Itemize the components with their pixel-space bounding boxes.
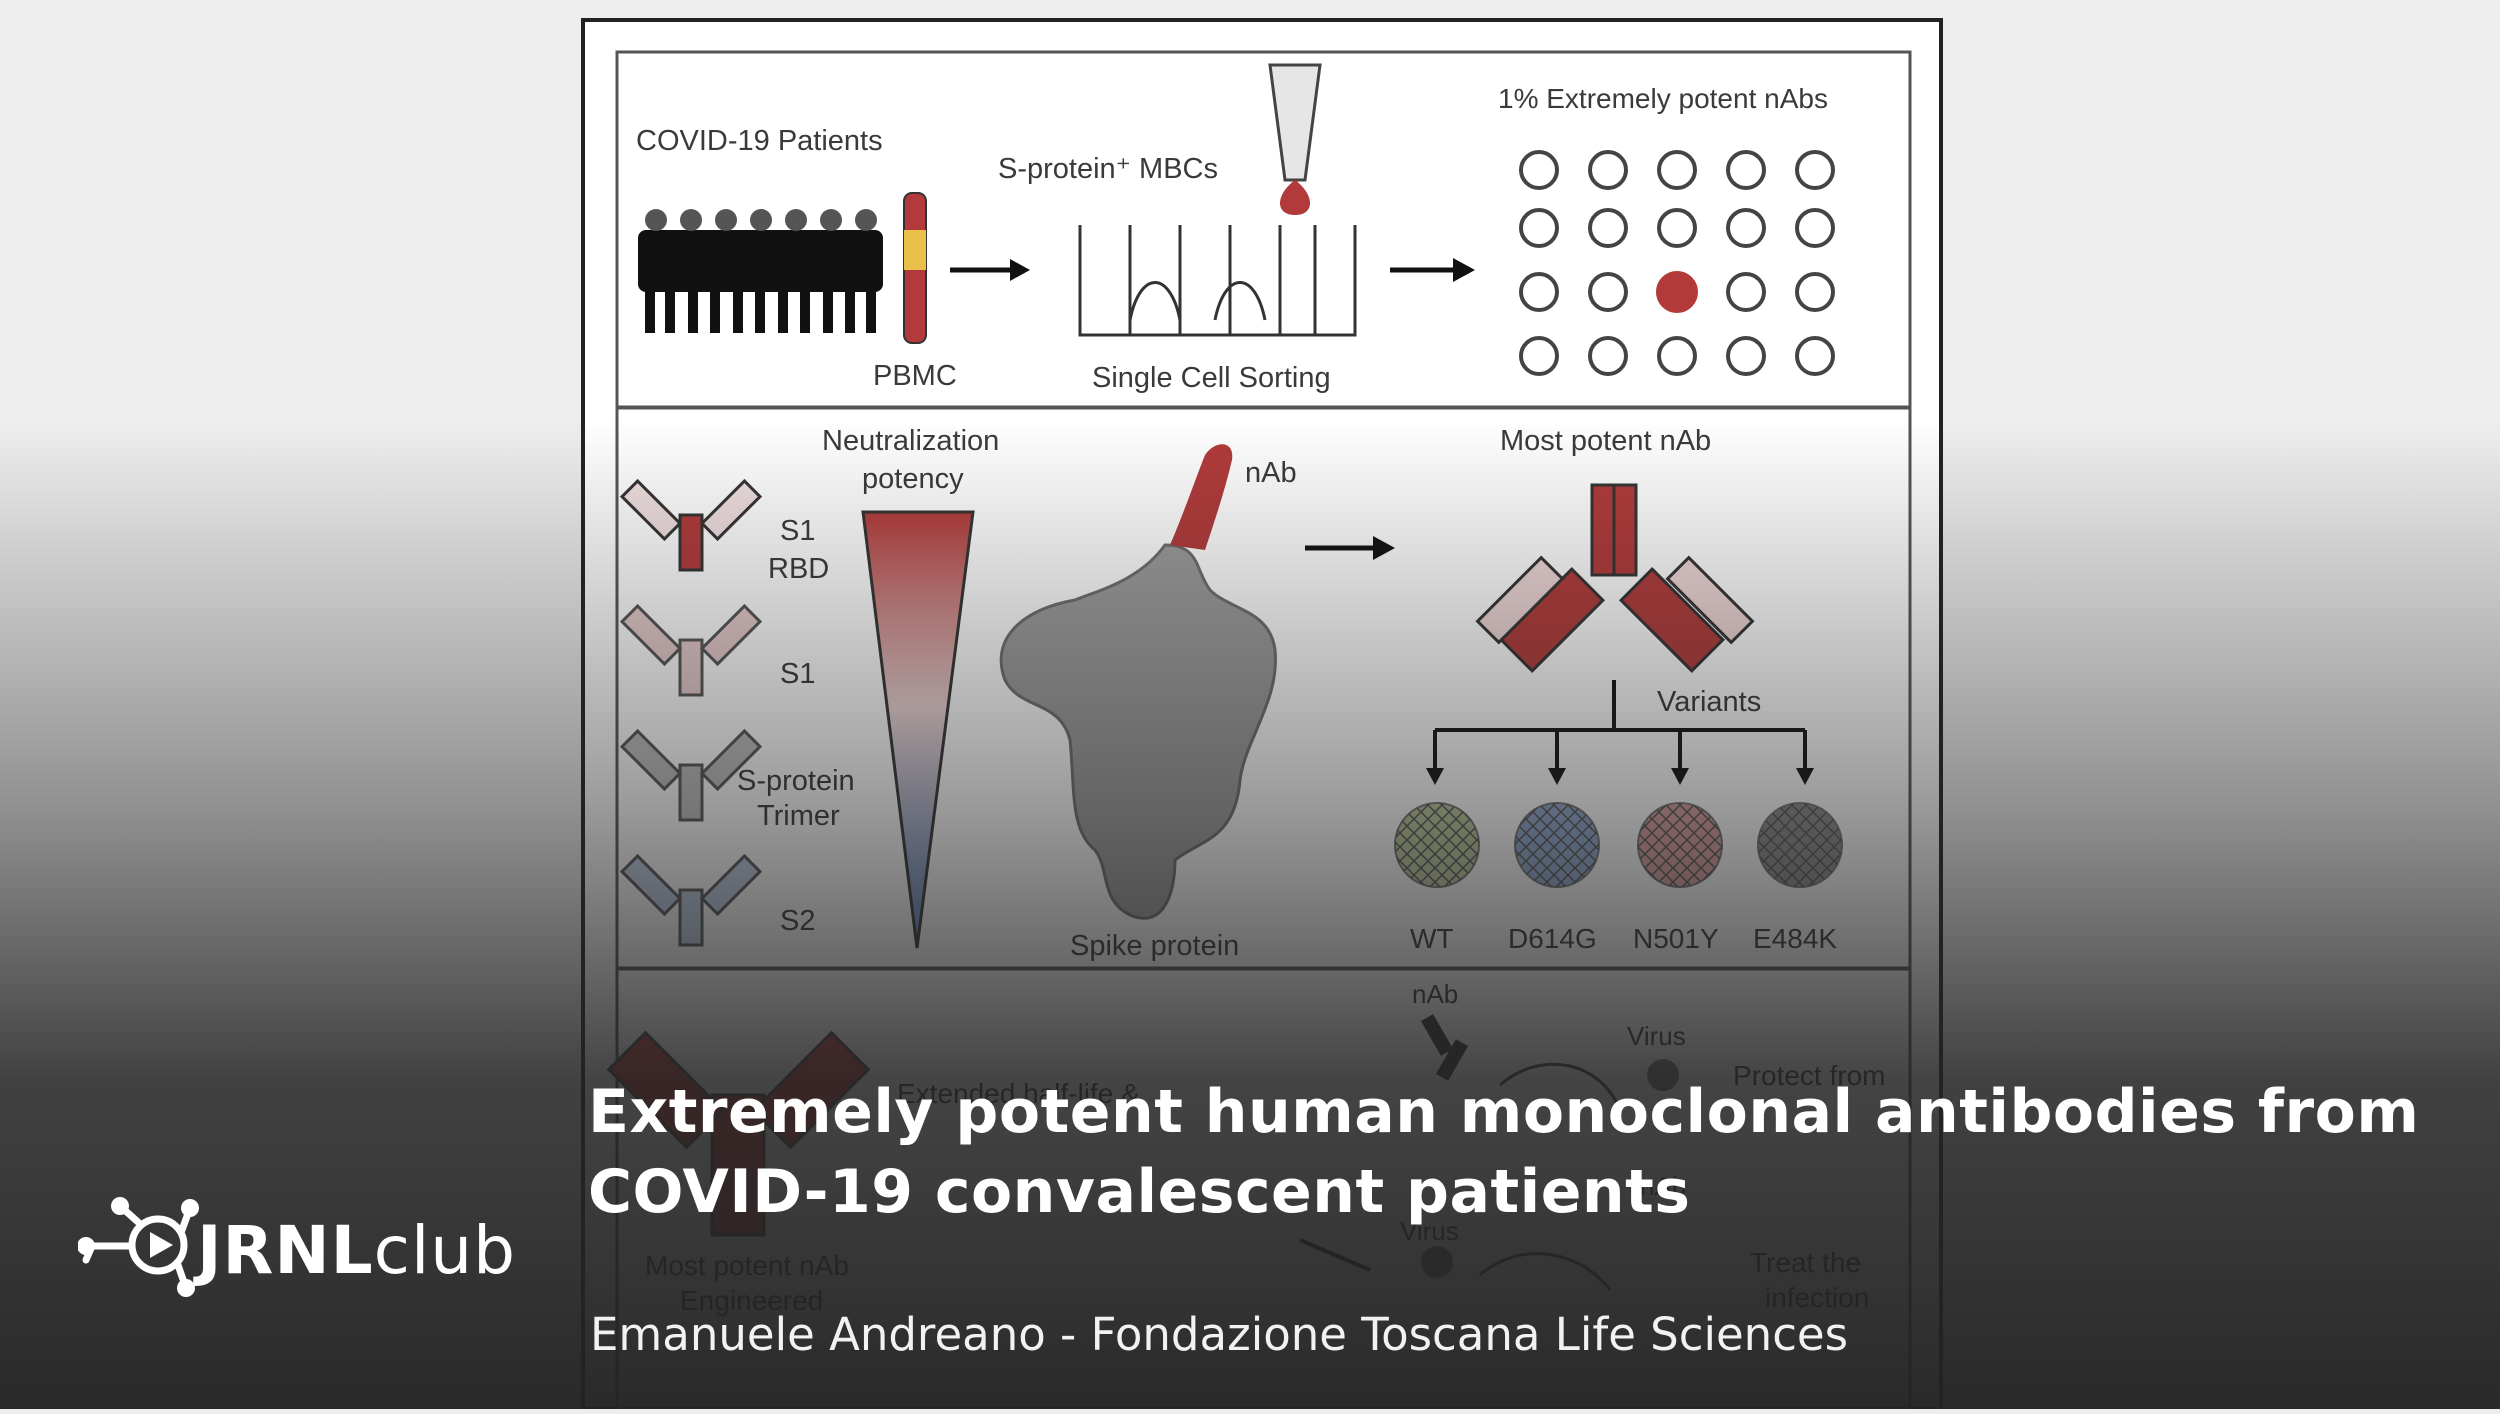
virus-wt-texture (1395, 803, 1479, 887)
nab-label: nAb (1245, 457, 1297, 489)
trimer-label-2: Trimer (757, 800, 840, 832)
small-virus-icon-2 (1421, 1246, 1453, 1278)
spike-label: Spike protein (1070, 930, 1239, 962)
variant-label-n501y: N501Y (1633, 923, 1719, 954)
brand-wordmark-bold: JRNL (197, 1212, 374, 1289)
video-title-line-2: COVID-19 convalescent patients (588, 1157, 1691, 1227)
variant-label-wt: WT (1410, 923, 1454, 954)
jrnl-club-logo-icon (78, 1197, 199, 1297)
s1rbd-label-1: S1 (780, 515, 815, 547)
s1-label: S1 (780, 658, 815, 690)
video-title: Extremely potent human monoclonal antibo… (588, 1072, 2468, 1232)
mbc-label: S-protein⁺ MBCs (998, 153, 1218, 185)
variant-label-e484k: E484K (1753, 923, 1837, 954)
brand-wordmark-light: club (373, 1212, 517, 1289)
blood-tube-icon (903, 192, 927, 344)
virus-e484k-texture (1758, 803, 1842, 887)
trimer-label-1: S-protein (737, 765, 855, 797)
presenter-subtitle: Emanuele Andreano - Fondazione Toscana L… (590, 1308, 1849, 1361)
virus-label: Virus (1627, 1021, 1686, 1051)
virus-d614g-texture (1515, 803, 1599, 887)
sorting-label: Single Cell Sorting (1092, 362, 1331, 394)
virus-n501y-texture (1638, 803, 1722, 887)
neutralization-label-1: Neutralization (822, 425, 999, 457)
video-title-line-1: Extremely potent human monoclonal antibo… (588, 1077, 2420, 1147)
panel3-most-potent-label: Most potent nAb (645, 1250, 849, 1281)
variant-label-d614g: D614G (1508, 923, 1597, 954)
s1rbd-label-2: RBD (768, 553, 829, 585)
variants-label: Variants (1657, 686, 1761, 718)
neutralization-label-2: potency (862, 463, 964, 495)
most-potent-label: Most potent nAb (1500, 425, 1711, 457)
patients-label: COVID-19 Patients (636, 125, 883, 157)
brand-wordmark: JRNLclub (197, 1212, 516, 1289)
pbmc-label: PBMC (873, 360, 957, 392)
panel3-nab-label: nAb (1412, 979, 1458, 1009)
treat-label-1: Treat the (1750, 1247, 1861, 1278)
result-label: 1% Extremely potent nAbs (1498, 83, 1828, 114)
s2-label: S2 (780, 905, 815, 937)
